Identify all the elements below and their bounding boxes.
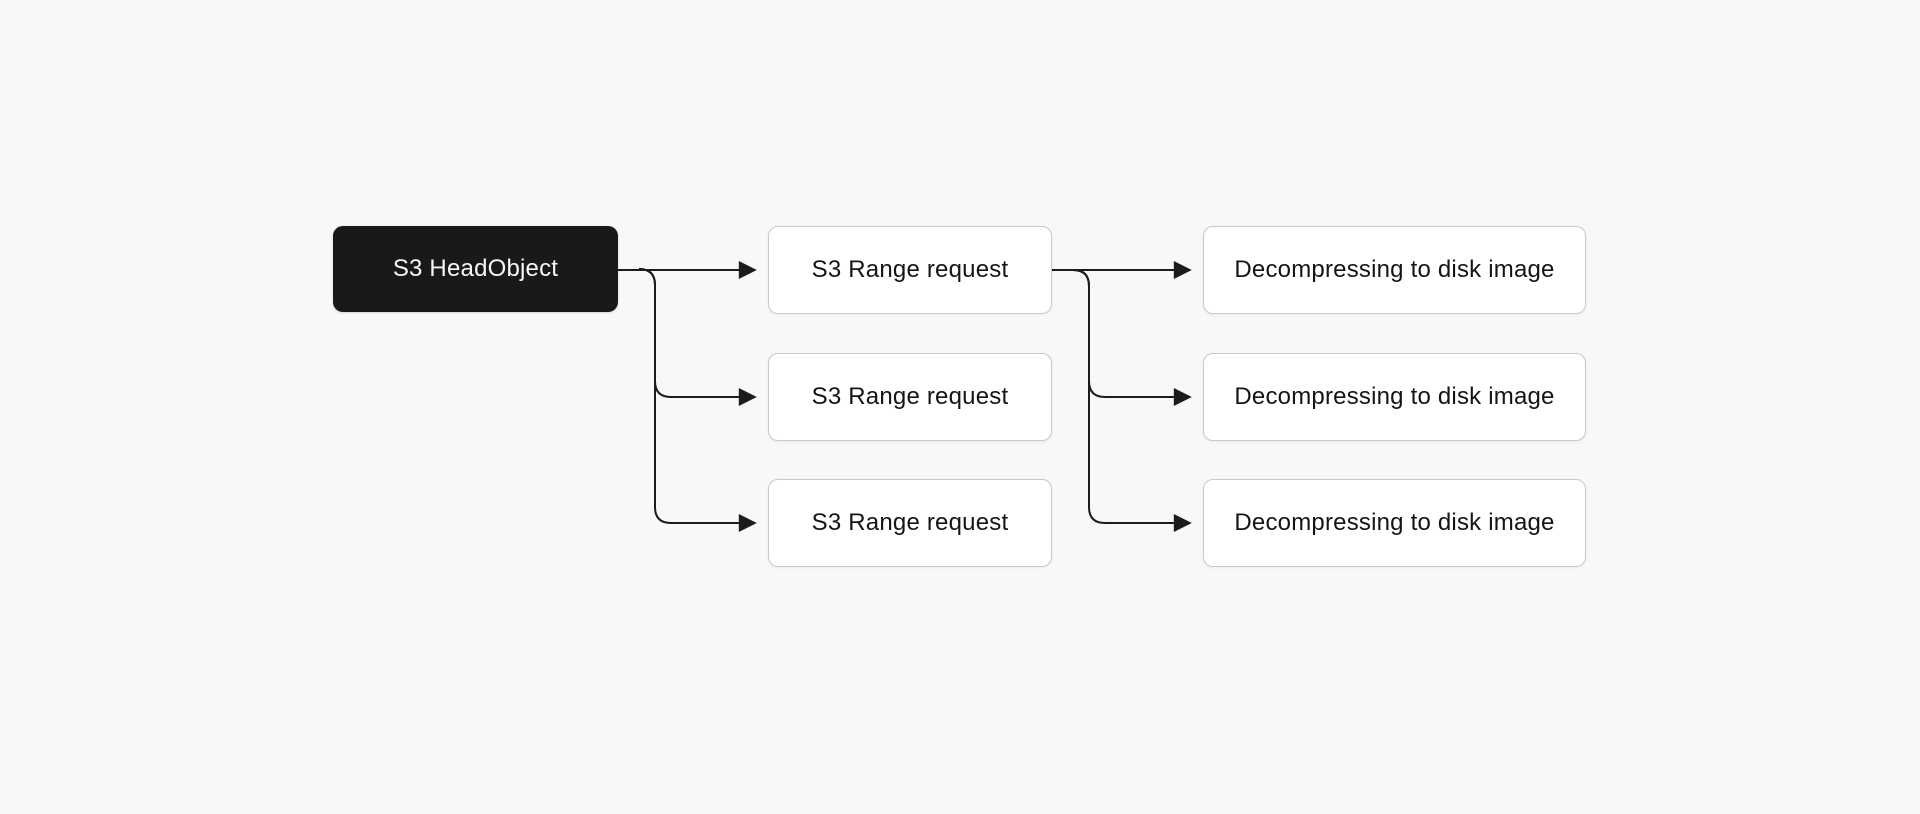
edge-connector: [638, 268, 757, 532]
node-s3-headobject: S3 HeadObject: [333, 226, 618, 312]
node-decompressing-to-disk-image-2: Decompressing to disk image: [1203, 353, 1586, 441]
node-s3-range-request-3: S3 Range request: [768, 479, 1052, 567]
node-s3-range-request-2: S3 Range request: [768, 353, 1052, 441]
node-s3-range-request-1: S3 Range request: [768, 226, 1052, 314]
node-label: S3 Range request: [811, 255, 1009, 283]
node-decompressing-to-disk-image-3: Decompressing to disk image: [1203, 479, 1586, 567]
node-label: Decompressing to disk image: [1234, 382, 1555, 410]
node-decompressing-to-disk-image-1: Decompressing to disk image: [1203, 226, 1586, 314]
edge-connector: [1072, 269, 1192, 406]
node-label: S3 Range request: [811, 508, 1009, 536]
edge-connector: [1072, 269, 1192, 532]
node-label: S3 HeadObject: [392, 254, 559, 282]
node-label: S3 Range request: [811, 382, 1009, 410]
node-label: Decompressing to disk image: [1234, 255, 1555, 283]
edge-connector: [638, 268, 757, 406]
node-label: Decompressing to disk image: [1234, 508, 1555, 536]
